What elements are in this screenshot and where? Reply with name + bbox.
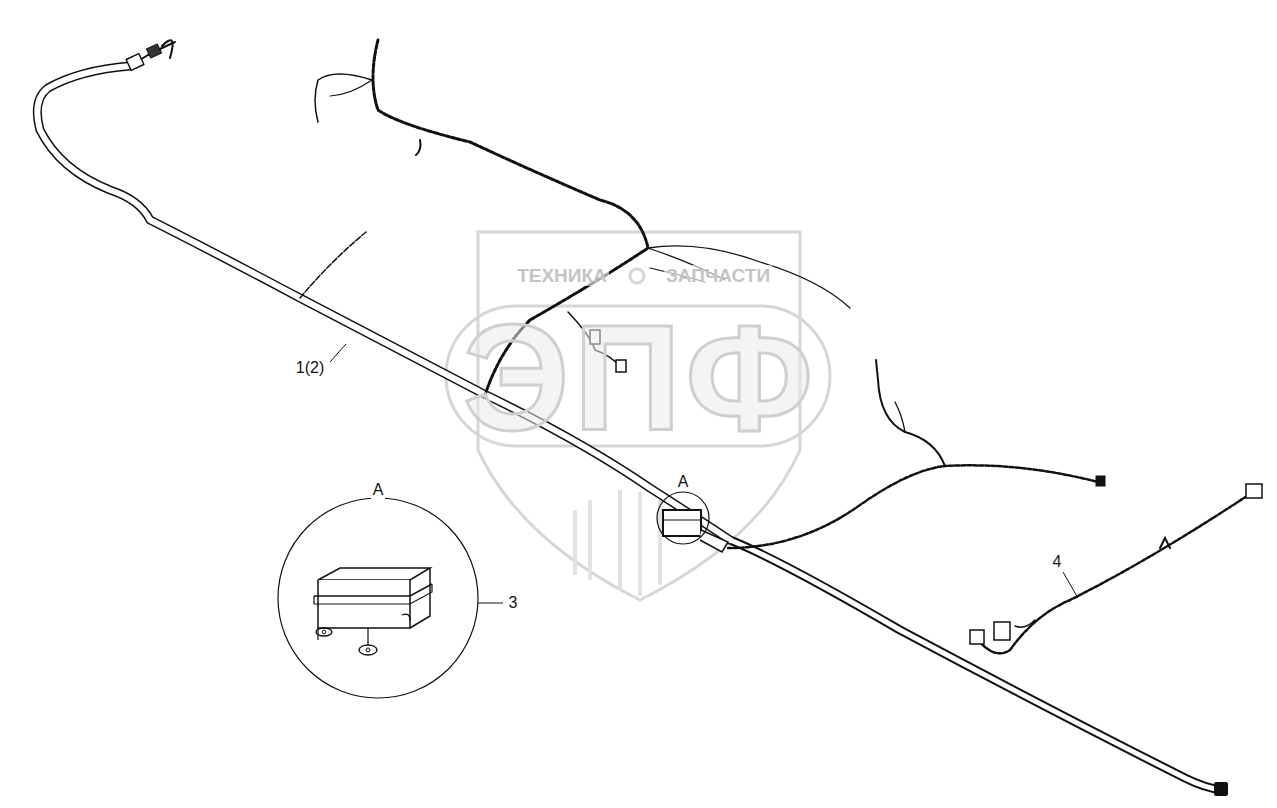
harness-4 (970, 484, 1262, 653)
callout-number: 3 (507, 594, 520, 612)
watermark: ЗАПЧАСТИ (664, 265, 772, 286)
view-letter: A (371, 481, 386, 499)
detail-view (278, 498, 478, 698)
main-harness (37, 40, 1228, 796)
fuse-box-small (657, 492, 728, 552)
callout-number: 1(2) (294, 359, 326, 377)
watermark: ТЕХНИКА (515, 265, 609, 286)
view-letter: A (676, 473, 691, 491)
callout-number: 4 (1051, 553, 1064, 571)
watermark: ЭПФ (461, 302, 820, 454)
